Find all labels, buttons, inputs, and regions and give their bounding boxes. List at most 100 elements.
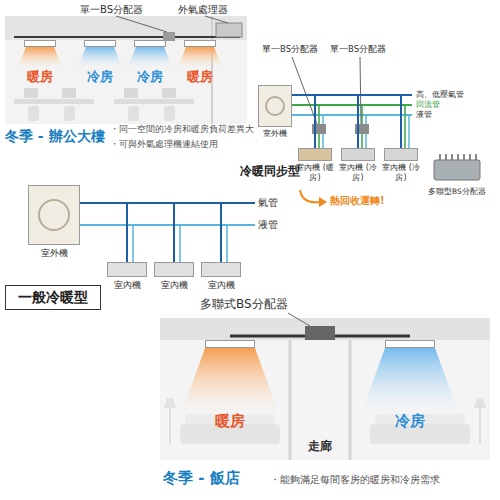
text-label: 液管 xyxy=(416,110,432,119)
node-text: 暖房 xyxy=(200,412,260,430)
node-text: 室內機 xyxy=(152,280,196,291)
lamp xyxy=(169,408,171,444)
room-wall xyxy=(349,340,352,460)
text-label: ・可與外氣處理機連結使用 xyxy=(110,139,218,149)
leader-line xyxy=(360,57,361,124)
text-label: 氣管 xyxy=(258,197,278,209)
multi-bs-unit xyxy=(305,326,335,340)
hotel-ceiling xyxy=(160,318,490,340)
fan-grille xyxy=(265,96,285,116)
unit-node: 冷房 xyxy=(380,340,440,430)
outdoor-air-unit xyxy=(216,23,242,37)
refrigerant-pipe xyxy=(292,95,401,148)
pipe-stubs xyxy=(440,154,476,160)
unit-shape xyxy=(205,340,255,348)
text-label: 走廊 xyxy=(308,440,332,454)
liquid-pipe xyxy=(292,114,412,116)
unit-shape xyxy=(184,40,216,47)
monitor xyxy=(62,88,76,98)
text-label: 冬季 - 飯店 xyxy=(163,470,240,487)
warm-airflow xyxy=(178,47,222,67)
node-text: 冷房 xyxy=(130,69,170,85)
node-text: 冷房 xyxy=(80,69,120,85)
monitor xyxy=(24,88,38,98)
unit-shape xyxy=(28,185,80,245)
monitor xyxy=(124,88,138,98)
cool-airflow xyxy=(128,47,172,67)
ceiling-pipe xyxy=(14,36,240,38)
return-pipe-drop xyxy=(319,105,405,148)
unit-shape xyxy=(24,40,56,47)
lamp xyxy=(479,408,481,444)
node-text: 暖房 xyxy=(180,69,220,85)
leader-line xyxy=(116,16,167,32)
unit-shape xyxy=(107,262,147,277)
warm-airflow xyxy=(182,348,278,412)
unit-node: 室內機 xyxy=(199,262,243,291)
text-label: 冷暖同步型 xyxy=(240,165,300,179)
desk xyxy=(114,99,194,104)
leader-line xyxy=(288,313,310,326)
unit-shape xyxy=(384,148,418,161)
refrigerant-pipe xyxy=(80,203,127,262)
arrow-head xyxy=(319,197,327,207)
unit-shape xyxy=(298,148,332,161)
text-label: ・能夠滿足每間客房的暖房和冷房需求 xyxy=(270,474,440,486)
refrigerant-pipe xyxy=(80,203,221,262)
chair xyxy=(28,106,39,121)
chair xyxy=(164,106,175,121)
node-text: 一般冷暖型 xyxy=(8,289,98,306)
unit-shape xyxy=(258,85,292,127)
unit-node: 暖房 xyxy=(200,340,260,430)
text-label: 單一BS分配器 xyxy=(330,45,386,55)
unit-shape xyxy=(134,40,166,47)
node-text: 室內機 (暖房) xyxy=(295,163,335,182)
chair xyxy=(128,106,139,121)
node-text: 室內機 xyxy=(105,280,149,291)
refrigerant-pipe xyxy=(292,95,358,148)
leader-line xyxy=(292,57,317,124)
fan-grille xyxy=(38,199,70,231)
unit-shape xyxy=(341,148,375,161)
label-box: 一般冷暖型 xyxy=(5,285,101,310)
unit-shape xyxy=(385,340,435,348)
refrigerant-pipe xyxy=(292,95,315,148)
unit-node: 室內機 (冷房) xyxy=(381,148,421,182)
unit-node: 冷房 xyxy=(80,40,120,85)
text-label: ・同一空間的冷房和暖房負荷差異大 xyxy=(110,124,254,134)
lamp xyxy=(474,398,486,408)
lamp xyxy=(164,398,176,408)
monitor xyxy=(162,88,176,98)
unit-node: 室外機 xyxy=(258,85,292,139)
unit-node: 室內機 (冷房) xyxy=(338,148,378,182)
node-text: 冷房 xyxy=(380,412,440,430)
text-label: 高、低壓氣管 xyxy=(416,90,464,99)
multi-bs-unit xyxy=(434,160,480,180)
office-background xyxy=(5,16,247,124)
refrigerant-pipe xyxy=(80,203,174,262)
unit-node: 冷房 xyxy=(130,40,170,85)
text-label: 單一BS分配器 xyxy=(80,4,143,16)
text-label: 熱回收運轉! xyxy=(330,195,385,207)
leader-line xyxy=(205,16,228,23)
warm-airflow xyxy=(18,47,62,67)
text-label: 多聯型BS分配器 xyxy=(428,188,486,197)
office-ceiling xyxy=(5,16,247,40)
cool-airflow xyxy=(362,348,458,412)
text-label: 冬季 - 辦公大樓 xyxy=(5,128,105,144)
node-text: 室外機 xyxy=(258,129,292,139)
unit-shape xyxy=(84,40,116,47)
unit-node: 室內機 xyxy=(105,262,149,291)
desk xyxy=(14,99,94,104)
liquid-pipe xyxy=(80,224,255,226)
hotel-background xyxy=(160,318,490,460)
room-wall xyxy=(289,340,292,460)
chair xyxy=(64,106,75,121)
unit-node: 室外機 xyxy=(28,185,80,259)
node-text: 室內機 (冷房) xyxy=(338,163,378,182)
node-text: 室內機 (冷房) xyxy=(381,163,421,182)
unit-node: 暖房 xyxy=(20,40,60,85)
unit-node: 暖房 xyxy=(180,40,220,85)
cool-airflow xyxy=(78,47,122,67)
